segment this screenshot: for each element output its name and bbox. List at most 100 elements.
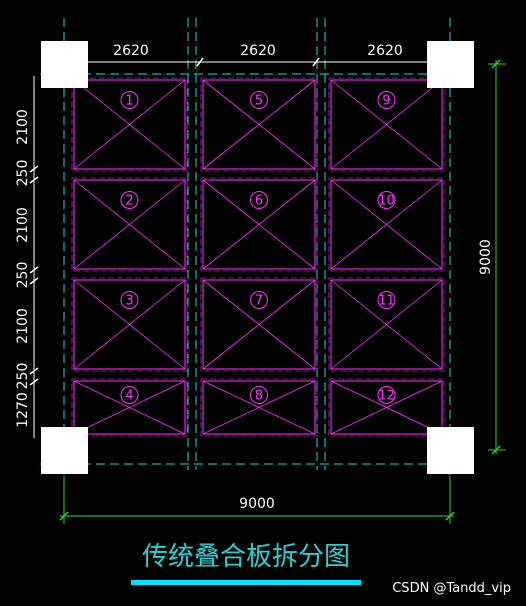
slab-diagonal-2: [202, 279, 316, 370]
slab-panel-5: 5: [200, 77, 318, 172]
top-dim-label-3: 2620: [367, 43, 403, 59]
left-dim-label-2: 250: [15, 160, 31, 187]
bottom-dim-label: 9000: [239, 496, 275, 512]
left-dim-label-6: 250: [15, 363, 31, 390]
slab-diagonal-2: [73, 179, 186, 270]
slab-panel-8: 8: [200, 378, 318, 437]
axis-grid: [40, 18, 474, 500]
slab-number-circle: [377, 91, 396, 109]
slab-diagonal-2: [202, 179, 316, 270]
slab-diagonal-2: [73, 279, 186, 370]
top-dim-tick-1: [196, 57, 204, 67]
slab-panel-1: 1: [71, 77, 188, 172]
top-dim-label-2: 2620: [240, 43, 276, 59]
bottom-dimension: [59, 476, 455, 524]
slab-diagonal-2: [73, 380, 186, 435]
slab-number-label: 7: [255, 294, 263, 309]
slab-outline-dashed: [71, 77, 188, 172]
column-top-left: [41, 41, 88, 88]
slab-panel-11: 11: [328, 277, 445, 372]
left-dim-tick-4: [29, 277, 39, 285]
slab-number-label: 11: [378, 294, 395, 309]
slab-number-label: 8: [255, 389, 263, 404]
watermark: CSDN @Tandd_vip: [392, 581, 511, 596]
slab-outline-dashed: [71, 277, 188, 372]
slab-number-label: 9: [382, 94, 390, 109]
slab-outline-dashed: [328, 277, 445, 372]
left-dim-label-5: 2100: [15, 308, 31, 344]
slab-number-circle: [250, 291, 268, 309]
left-dimension: 2100 250 2100 250 2100 250 1270: [15, 76, 39, 438]
slab-panel-4: 4: [71, 378, 188, 437]
slab-outline-dashed: [328, 77, 445, 172]
slab-diagonal-2: [202, 380, 316, 435]
slab-outline: [73, 279, 186, 370]
left-dim-label-3: 2100: [15, 207, 31, 243]
slab-number-label: 10: [378, 194, 395, 209]
slab-number-label: 2: [125, 194, 133, 209]
slab-number-label: 4: [125, 389, 133, 404]
left-dim-label-7: 1270: [15, 392, 31, 428]
slab-outline: [73, 380, 186, 435]
slab-number-label: 5: [255, 94, 263, 109]
bottom-dim-tick-right: [445, 511, 455, 521]
slab-number-label: 12: [378, 389, 395, 404]
left-dim-tick-1: [29, 165, 39, 173]
slab-diagonal-2: [202, 79, 316, 170]
slab-outline-dashed: [71, 177, 188, 272]
slab-panel-3: 3: [71, 277, 188, 372]
slab-diagonal-2: [330, 279, 443, 370]
slab-number-circle: [377, 191, 396, 209]
slab-panel-10: 10: [328, 177, 445, 272]
title-underline: [131, 580, 361, 585]
slab-outline: [202, 79, 316, 170]
slab-outline: [330, 380, 443, 435]
slab-panel-12: 12: [328, 378, 445, 437]
slab-outline: [73, 79, 186, 170]
slab-outline-dashed: [328, 378, 445, 437]
left-dim-tick-2: [29, 176, 39, 184]
column-top-right: [427, 41, 474, 88]
slab-outline: [330, 179, 443, 270]
columns: [41, 41, 474, 474]
left-dim-tick-3: [29, 266, 39, 274]
slab-outline-dashed: [328, 177, 445, 272]
slab-number-circle: [120, 91, 139, 109]
column-bottom-right: [427, 427, 474, 474]
right-dim-tick-bottom: [491, 445, 501, 455]
left-dim-label-4: 250: [15, 262, 31, 289]
slab-panel-2: 2: [71, 177, 188, 272]
slab-number-circle: [250, 386, 268, 404]
slab-panel-7: 7: [200, 277, 318, 372]
left-dim-tick-6: [29, 378, 39, 386]
slab-diagonal-2: [330, 179, 443, 270]
slab-outline: [330, 79, 443, 170]
drawing-title: 传统叠合板拆分图: [142, 542, 350, 572]
slab-outline: [202, 179, 316, 270]
slab-outline-dashed: [71, 378, 188, 437]
slab-number-circle: [120, 386, 139, 404]
slab-outline: [202, 279, 316, 370]
slab-number-circle: [377, 386, 396, 404]
left-dim-tick-5: [29, 367, 39, 375]
slab-outline-dashed: [200, 77, 318, 172]
slab-outline: [73, 179, 186, 270]
slab-number-circle: [120, 191, 139, 209]
slab-panel-6: 6: [200, 177, 318, 272]
left-dim-label-1: 2100: [15, 109, 31, 145]
slab-outline: [330, 279, 443, 370]
slab-number-circle: [250, 91, 268, 109]
right-dim-label: 9000: [478, 239, 494, 275]
top-dimension: 2620 2620 2620: [86, 43, 430, 67]
slab-number-label: 3: [125, 294, 133, 309]
slab-outline-dashed: [200, 378, 318, 437]
slab-diagonal-2: [330, 380, 443, 435]
bottom-dim-tick-left: [59, 511, 69, 521]
slab-diagonal-2: [73, 79, 186, 170]
slab-number-label: 1: [125, 94, 133, 109]
slab-panel-9: 9: [328, 77, 445, 172]
right-dimension: [488, 59, 506, 455]
slab-diagonal-2: [330, 79, 443, 170]
